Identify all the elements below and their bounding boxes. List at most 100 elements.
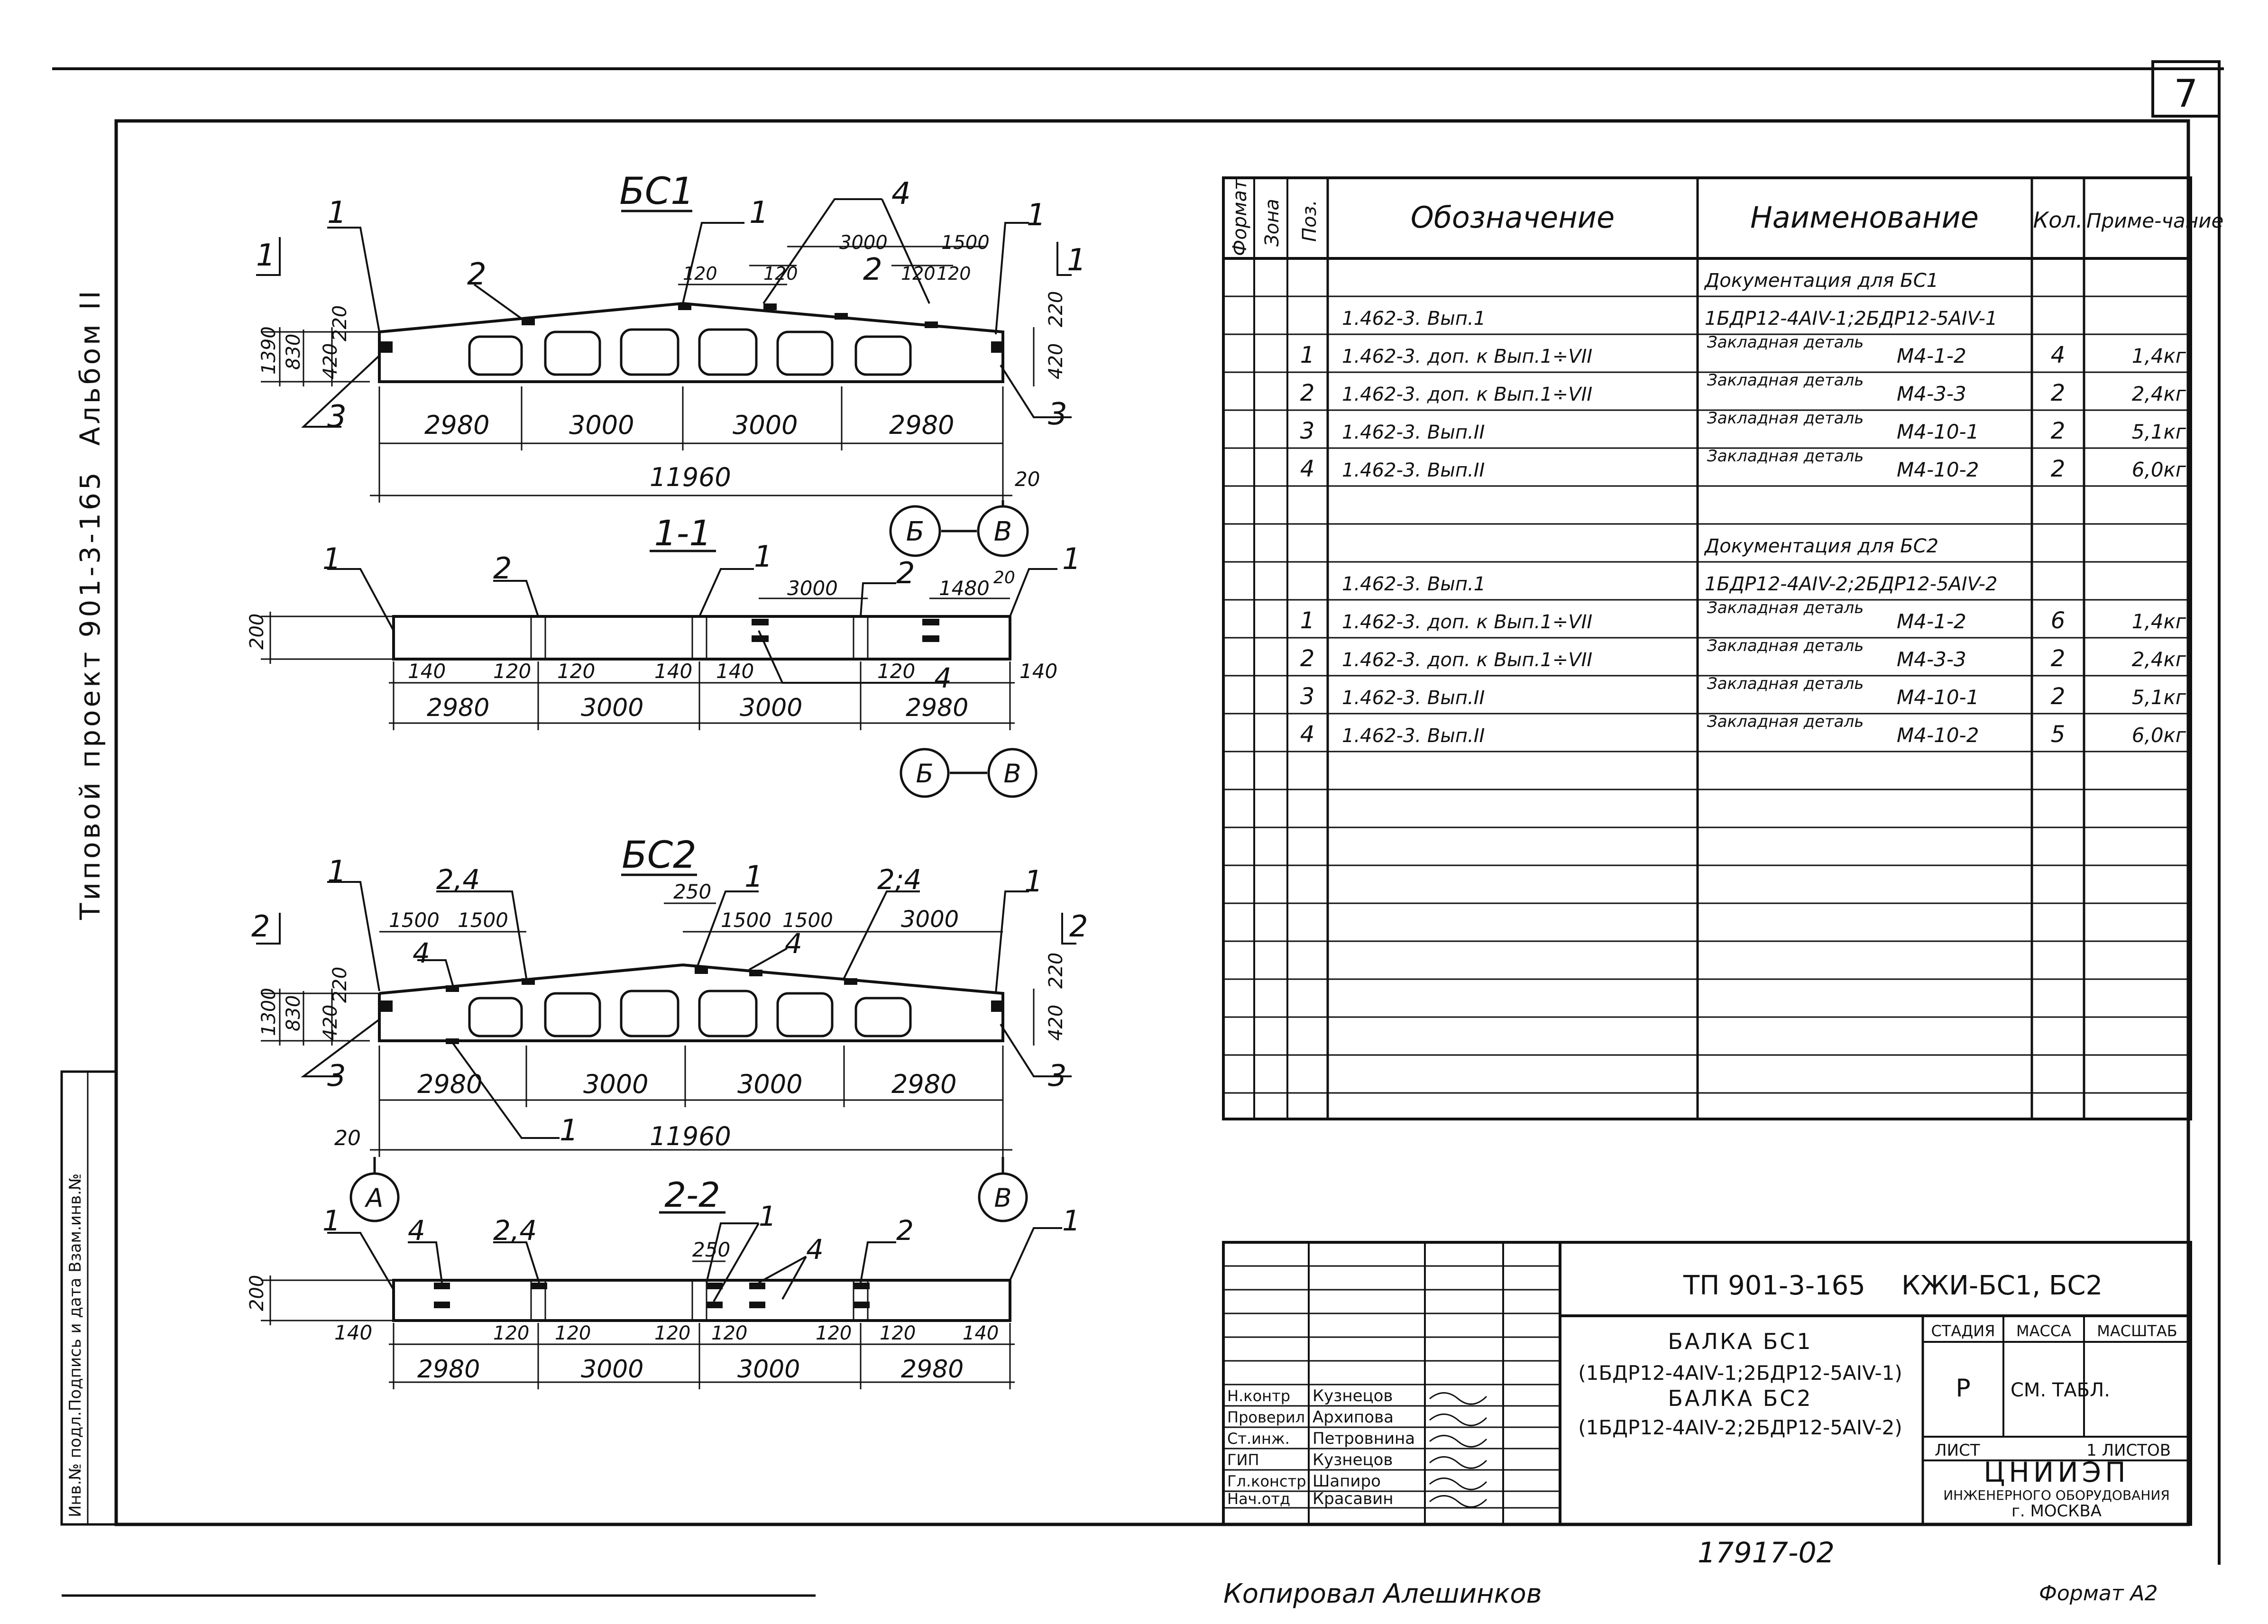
- s1-span-1: 2980: [427, 694, 489, 722]
- bs2-dim-h-total: 1300: [258, 988, 280, 1036]
- signature-scribble: [1429, 1435, 1488, 1448]
- s2-span-1: 2980: [417, 1355, 480, 1384]
- bs1-dim-220-right: 220: [1045, 291, 1067, 327]
- s2-dim-120d: 120: [711, 1322, 747, 1344]
- s2-dim-120f: 120: [880, 1322, 916, 1344]
- s2-span-2: 3000: [581, 1355, 643, 1384]
- spec-cell-name: Закладная деталь: [1707, 371, 1864, 390]
- bs2-dim-1500d: 1500: [782, 908, 833, 932]
- spec-cell-designation: 1.462-3. доп. к Вып.1÷VII: [1342, 649, 1592, 671]
- bs2-callout-1-right: 1: [1024, 864, 1043, 899]
- spec-cell-designation: 1.462-3. Вып.II: [1342, 687, 1485, 709]
- s1-dim-140a: 140: [408, 660, 446, 683]
- sheet-frame: [52, 60, 2224, 1597]
- bs1-callout-2-left: 2: [467, 257, 487, 292]
- bs2-callout-3-left: 3: [327, 1058, 346, 1093]
- bs1-axis-b: Б: [906, 516, 924, 547]
- signature-role: Нач.отд: [1227, 1490, 1290, 1508]
- bs2-dim-250: 250: [673, 880, 711, 903]
- bs1-dim-220-left: 220: [329, 305, 351, 341]
- bs2-callout-1-left: 1: [327, 854, 347, 890]
- s1-callout-2-left: 2: [493, 551, 512, 586]
- s1-dim-20: 20: [993, 568, 1015, 587]
- s1-dim-120c: 120: [877, 660, 915, 683]
- bs2-openings: [468, 990, 912, 1037]
- spec-header-qty: Кол.: [2033, 207, 2083, 233]
- tb-mass-label: МАССА: [2016, 1322, 2071, 1340]
- spec-row: Документация для БС1: [1704, 270, 1938, 292]
- bs2-end-20: 20: [334, 1126, 361, 1150]
- s1-callout-4: 4: [934, 662, 952, 694]
- bs2-span-3: 3000: [737, 1069, 802, 1099]
- bs2-callout-4-left: 4: [413, 937, 430, 969]
- copy-format: Формат А2: [2039, 1581, 2158, 1606]
- spec-cell-qty: 6: [2051, 607, 2066, 634]
- spec-cell-name: Документация для БС2: [1704, 535, 1938, 557]
- spec-cell-designation: 1.462-3. доп. к Вып.1÷VII: [1342, 346, 1592, 367]
- spec-cell-name-mark: М4-10-1: [1897, 420, 1979, 443]
- spec-cell-name-mark: М4-1-2: [1897, 344, 1966, 367]
- spec-cell-qty: 5: [2051, 721, 2066, 748]
- tb-stage-value: Р: [1956, 1374, 1970, 1403]
- bs1-dim-h-mid: 830: [283, 334, 304, 370]
- tb-mass-value: СМ. ТАБЛ.: [2011, 1379, 2110, 1401]
- spec-cell-designation: 1.462-3. Вып.1: [1342, 573, 1486, 595]
- bs2-title: БС2: [622, 834, 697, 877]
- spec-cell-name-mark: М4-10-1: [1897, 686, 1979, 709]
- tb-title-4: (1БДР12-4АIV-2;2БДР12-5АIV-2): [1578, 1416, 1902, 1439]
- s1-callout-2-right: 2: [896, 556, 915, 590]
- bs2-span-4: 2980: [891, 1069, 956, 1099]
- tb-sheet-label: ЛИСТ: [1935, 1441, 1980, 1460]
- s1-span-3: 3000: [740, 694, 802, 722]
- spec-cell-note: 1,4кг: [2132, 344, 2186, 367]
- signature-name: Петровнина: [1313, 1429, 1415, 1448]
- tb-stage-label: СТАДИЯ: [1931, 1322, 1995, 1340]
- signature-role: Ст.инж.: [1227, 1430, 1290, 1448]
- s2-dim-120e: 120: [816, 1322, 852, 1344]
- signature-scribble: [1429, 1392, 1488, 1405]
- bs1-total: 11960: [650, 462, 731, 492]
- spec-cell-pos: 3: [1300, 418, 1315, 444]
- bs1-callout-1-mid: 1: [749, 195, 769, 230]
- tb-sheets-label: 1 ЛИСТОВ: [2086, 1441, 2171, 1460]
- s1-span-4: 2980: [906, 694, 968, 722]
- signature-scribble: [1429, 1413, 1488, 1426]
- s1-axis-v: В: [1003, 759, 1021, 789]
- s2-dim-250: 250: [692, 1238, 730, 1261]
- doc-number: 17917-02: [1698, 1536, 1835, 1569]
- bs2-total: 11960: [650, 1121, 731, 1151]
- spec-header-name: Наименование: [1750, 200, 1979, 235]
- spec-cell-pos: 3: [1300, 683, 1315, 710]
- bs2-dim-1500b: 1500: [458, 908, 508, 932]
- s1-dim-1480: 1480: [939, 577, 990, 600]
- bs1-end-20: 20: [1015, 468, 1040, 491]
- spec-cell-designation: 1.462-3. Вып.II: [1342, 459, 1485, 481]
- bs2-dim-420-left: 420: [320, 1005, 341, 1041]
- spec-cell-name: Закладная деталь: [1707, 409, 1864, 428]
- section-1-title: 1-1: [654, 513, 712, 554]
- bs1-callout-2-right: 2: [863, 252, 882, 287]
- bs2-dim-1500c: 1500: [721, 908, 771, 932]
- s1-span-2: 3000: [581, 694, 643, 722]
- bs2-axis-a: А: [365, 1183, 384, 1213]
- bs1-dim-420-left: 420: [320, 343, 341, 379]
- bs1-dim-120a: 120: [683, 263, 717, 284]
- s1-callout-1-right: 1: [1062, 541, 1081, 576]
- s1-dim-h: 200: [246, 614, 268, 650]
- spec-cell-designation: 1.462-3. Вып.II: [1342, 725, 1485, 747]
- spec-cell-name-mark: М4-10-2: [1897, 458, 1979, 481]
- bs1-dim-3000-top: 3000: [839, 232, 888, 254]
- bs2-callout-24b: 2;4: [877, 863, 921, 896]
- tb-title-1: БАЛКА БС1: [1668, 1329, 1812, 1354]
- signature-role: Проверил: [1227, 1408, 1305, 1426]
- bs1-openings: [468, 328, 912, 376]
- spec-cell-qty: 4: [2051, 342, 2066, 368]
- bs1-axis-v: В: [994, 516, 1012, 547]
- spec-row: Документация для БС2: [1704, 535, 1938, 557]
